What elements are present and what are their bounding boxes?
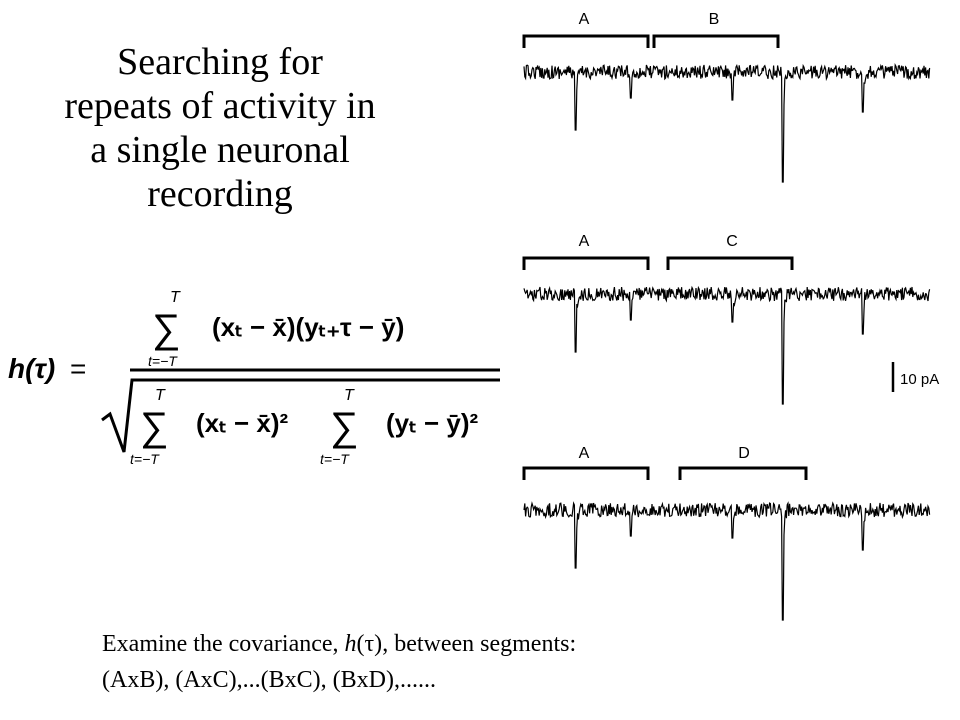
caption-prefix: Examine the covariance, [102, 631, 345, 657]
denominator-sum1-lower: t=−T [130, 451, 160, 467]
segment-label-2-left: A [579, 233, 590, 250]
caption-line-2: (AxB), (AxC),...(BxC), (BxD),...... [102, 667, 436, 693]
title-line-3: a single neuronal [90, 129, 350, 171]
denominator-sum2-upper: T [344, 387, 355, 404]
scale-bar-label: 10 pA [900, 371, 939, 388]
denominator-term-1: (xₜ − x̄)² [196, 408, 289, 438]
traces-svg: A B A C A D 10 pA [522, 11, 939, 621]
numerator-sum-lower: t=−T [148, 353, 178, 369]
denominator-sum1-upper: T [155, 387, 166, 404]
segment-label-3-left: A [579, 445, 590, 462]
recording-trace-3 [523, 501, 931, 621]
title-line-4: recording [147, 173, 293, 215]
bracket-2-left [522, 256, 650, 270]
formula-graphic: h(τ) = T ∑ t=−T (xₜ − x̄)(yₜ₊τ − ȳ) T ∑ … [8, 289, 500, 467]
segment-label-1-left: A [579, 11, 590, 28]
bracket-2-right [666, 256, 794, 270]
caption-h-symbol: h [344, 631, 357, 657]
denominator-sigma-1: ∑ [140, 405, 169, 449]
recording-trace-2 [523, 285, 931, 405]
title-line-2: repeats of activity in [64, 85, 376, 127]
numerator-sigma: ∑ [152, 307, 181, 351]
numerator-term: (xₜ − x̄)(yₜ₊τ − ȳ) [212, 312, 404, 342]
caption-line-1: Examine the covariance, h(τ), between se… [102, 626, 902, 662]
sqrt-sign [101, 378, 500, 453]
bracket-1-right [652, 34, 780, 48]
formula-lhs: h(τ) [8, 353, 55, 384]
numerator-sum-upper: T [170, 289, 181, 306]
denominator-sigma-2: ∑ [330, 405, 359, 449]
cross-correlation-formula: h(τ) = T ∑ t=−T (xₜ − x̄)(yₜ₊τ − ȳ) T ∑ … [0, 280, 510, 480]
formula-equals: = [70, 353, 86, 384]
caption-suffix: , between segments: [382, 631, 577, 657]
neuronal-traces-figure: A B A C A D 10 pA [510, 0, 960, 630]
segment-label-2-right: C [726, 233, 738, 250]
denominator-sum2-lower: t=−T [320, 451, 350, 467]
title-line-1: Searching for [117, 41, 323, 83]
slide-title: Searching for repeats of activity in a s… [20, 40, 420, 216]
denominator-term-2: (yₜ − ȳ)² [386, 408, 479, 438]
recording-trace-1 [523, 62, 931, 183]
bracket-3-right [678, 466, 808, 480]
caption: Examine the covariance, h(τ), between se… [102, 626, 902, 698]
segment-label-1-right: B [709, 11, 720, 28]
bracket-3-left [522, 466, 650, 480]
caption-tau: (τ) [356, 631, 383, 657]
bracket-1-left [522, 34, 650, 48]
segment-label-3-right: D [738, 445, 750, 462]
